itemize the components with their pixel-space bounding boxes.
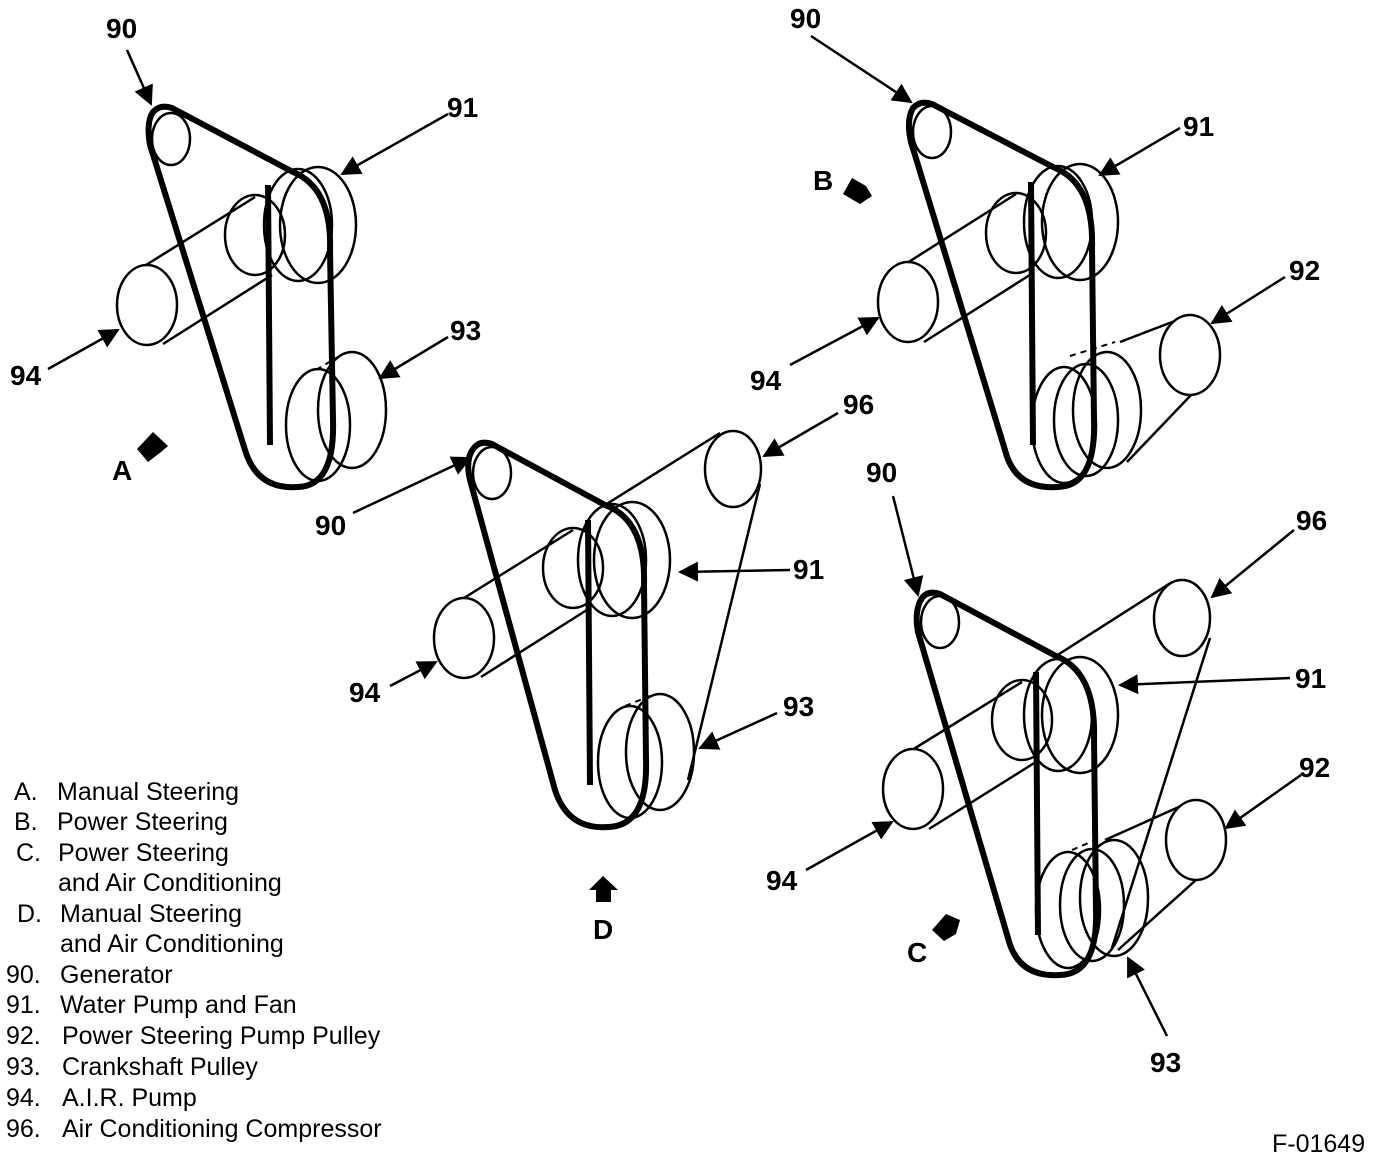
legend-key-90: 90.: [6, 961, 41, 989]
callout-94-b: 94: [750, 365, 782, 396]
view-letter-c: C: [907, 937, 927, 968]
crankshaft-pulley-c: [1034, 837, 1150, 970]
ac-compressor-pulley-c: [1152, 578, 1212, 658]
legend-text-d-1: Manual Steering: [60, 900, 242, 928]
callout-91-a: 91: [447, 92, 478, 123]
view-letter-a: A: [112, 455, 132, 486]
legend: A. Manual Steering B. Power Steering C. …: [6, 778, 382, 1143]
drive-belt-a: [145, 103, 337, 491]
legend-key-93: 93.: [6, 1053, 41, 1081]
callout-90-d: 90: [315, 510, 346, 541]
callout-94-a: 94: [10, 360, 42, 391]
legend-text-94: A.I.R. Pump: [62, 1084, 197, 1112]
power-steering-pump-b: [1119, 313, 1222, 463]
callout-90-b: 90: [790, 3, 821, 34]
callout-93-a: 93: [450, 315, 481, 346]
legend-text-93: Crankshaft Pulley: [62, 1053, 258, 1081]
view-c: 90 96 91 92 93 94 C: [766, 457, 1330, 1078]
callout-90-c: 90: [866, 457, 897, 488]
generator-pulley-d: [471, 445, 513, 501]
callout-94-c: 94: [766, 865, 798, 896]
ac-compressor-pulley-d: [703, 429, 763, 509]
legend-key-b: B.: [14, 808, 38, 836]
view-letter-d: D: [593, 914, 613, 945]
legend-key-c: C.: [16, 839, 41, 867]
generator-pulley-a: [150, 111, 192, 167]
air-pump-b: [876, 191, 1048, 344]
legend-key-d: D.: [17, 900, 42, 928]
legend-text-90: Generator: [60, 961, 173, 989]
drive-belt-c: [913, 589, 1100, 979]
callout-92-b: 92: [1289, 255, 1320, 286]
view-b: 90 91 92 94 B: [750, 3, 1320, 491]
legend-text-92: Power Steering Pump Pulley: [62, 1022, 381, 1050]
air-pump-d: [432, 526, 605, 680]
legend-key-92: 92.: [6, 1022, 41, 1050]
air-pump-a: [115, 193, 287, 347]
callout-96-c: 96: [1296, 505, 1327, 536]
legend-text-a: Manual Steering: [57, 778, 239, 806]
legend-key-96: 96.: [6, 1115, 41, 1143]
legend-text-c-1: Power Steering: [58, 839, 229, 867]
callout-96-d: 96: [843, 389, 874, 420]
callout-91-c: 91: [1295, 663, 1326, 694]
figure-id: F-01649: [1272, 1130, 1365, 1158]
legend-text-96: Air Conditioning Compressor: [62, 1115, 382, 1143]
legend-text-91: Water Pump and Fan: [60, 991, 297, 1019]
callout-94-d: 94: [349, 677, 381, 708]
callout-90-a: 90: [106, 13, 137, 44]
legend-key-94: 94.: [6, 1084, 41, 1112]
callout-92-c: 92: [1299, 752, 1330, 783]
legend-text-c-2: and Air Conditioning: [58, 869, 282, 897]
power-steering-pump-c: [1104, 798, 1228, 951]
legend-key-a: A.: [14, 778, 38, 806]
callout-93-c: 93: [1150, 1047, 1181, 1078]
view-letter-b: B: [813, 165, 833, 196]
water-pump-pulley-a: [262, 165, 358, 285]
drive-belt-d: [465, 439, 650, 831]
air-pump-c: [881, 678, 1054, 831]
water-pump-pulley-d: [576, 500, 672, 620]
legend-text-d-2: and Air Conditioning: [60, 930, 284, 958]
drive-belt-b: [905, 99, 1098, 491]
legend-key-91: 91.: [6, 991, 41, 1019]
callout-91-b: 91: [1183, 111, 1214, 142]
crankshaft-pulley-a: [284, 350, 388, 483]
view-d: 90 96 91 93 94 D: [315, 389, 874, 945]
callout-91-d: 91: [793, 554, 824, 585]
view-a: 90 91 93 94 A: [10, 13, 481, 491]
callout-93-d: 93: [783, 691, 814, 722]
legend-text-b: Power Steering: [57, 808, 228, 836]
